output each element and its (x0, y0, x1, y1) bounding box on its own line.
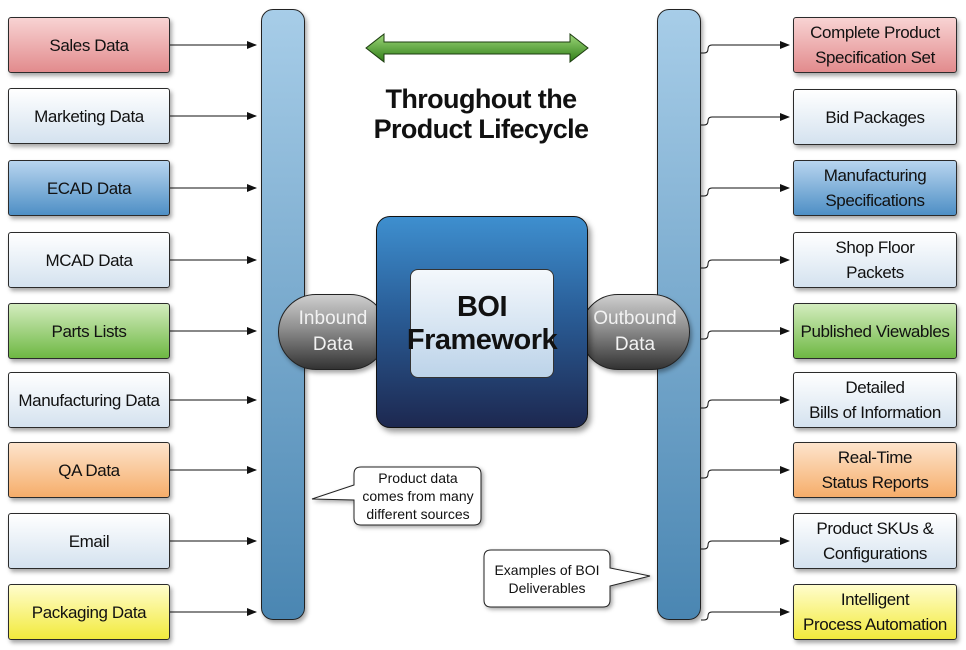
outbound-arrows (701, 41, 790, 621)
output-bid-packages: Bid Packages (793, 89, 957, 145)
input-manufacturing-data: Manufacturing Data (8, 372, 170, 428)
lifecycle-arrow (365, 32, 589, 64)
outbound-arrow (701, 466, 790, 479)
output-status-reports: Real-Time Status Reports (793, 442, 957, 498)
input-packaging-data: Packaging Data (8, 584, 170, 640)
outbound-arrow (701, 41, 790, 54)
input-mcad-data: MCAD Data (8, 232, 170, 288)
input-qa-data: QA Data (8, 442, 170, 498)
output-detailed-bills: Detailed Bills of Information (793, 372, 957, 428)
inbound-data-connector: Inbound Data (278, 294, 388, 370)
output-complete-product-spec: Complete Product Specification Set (793, 17, 957, 73)
outbound-arrow (701, 327, 790, 340)
deliverables-callout-bubble (483, 549, 651, 608)
sources-callout-bubble (311, 466, 482, 526)
output-manufacturing-specs: Manufacturing Specifications (793, 160, 957, 216)
output-process-automation: Intelligent Process Automation (793, 584, 957, 640)
outbound-arrow (701, 113, 790, 126)
output-published-viewables: Published Viewables (793, 303, 957, 359)
sources-callout-text: Product data comes from many different s… (362, 470, 474, 522)
lifecycle-title: Throughout the Product Lifecycle (373, 84, 589, 144)
boi-framework-label: BOI Framework (407, 269, 558, 378)
inbound-arrows (170, 41, 257, 616)
deliverables-callout-text: Examples of BOI Deliverables (494, 562, 600, 596)
input-marketing-data: Marketing Data (8, 88, 170, 144)
outbound-data-connector: Outbound Data (580, 294, 690, 370)
input-sales-data: Sales Data (8, 17, 170, 73)
outbound-arrow (701, 396, 790, 409)
outbound-arrow (701, 256, 790, 269)
outbound-arrow (701, 608, 790, 621)
outbound-arrow (701, 184, 790, 197)
outbound-arrow (701, 537, 790, 550)
output-shop-floor-packets: Shop Floor Packets (793, 232, 957, 288)
input-email: Email (8, 513, 170, 569)
output-product-skus: Product SKUs & Configurations (793, 513, 957, 569)
input-parts-lists: Parts Lists (8, 303, 170, 359)
input-ecad-data: ECAD Data (8, 160, 170, 216)
